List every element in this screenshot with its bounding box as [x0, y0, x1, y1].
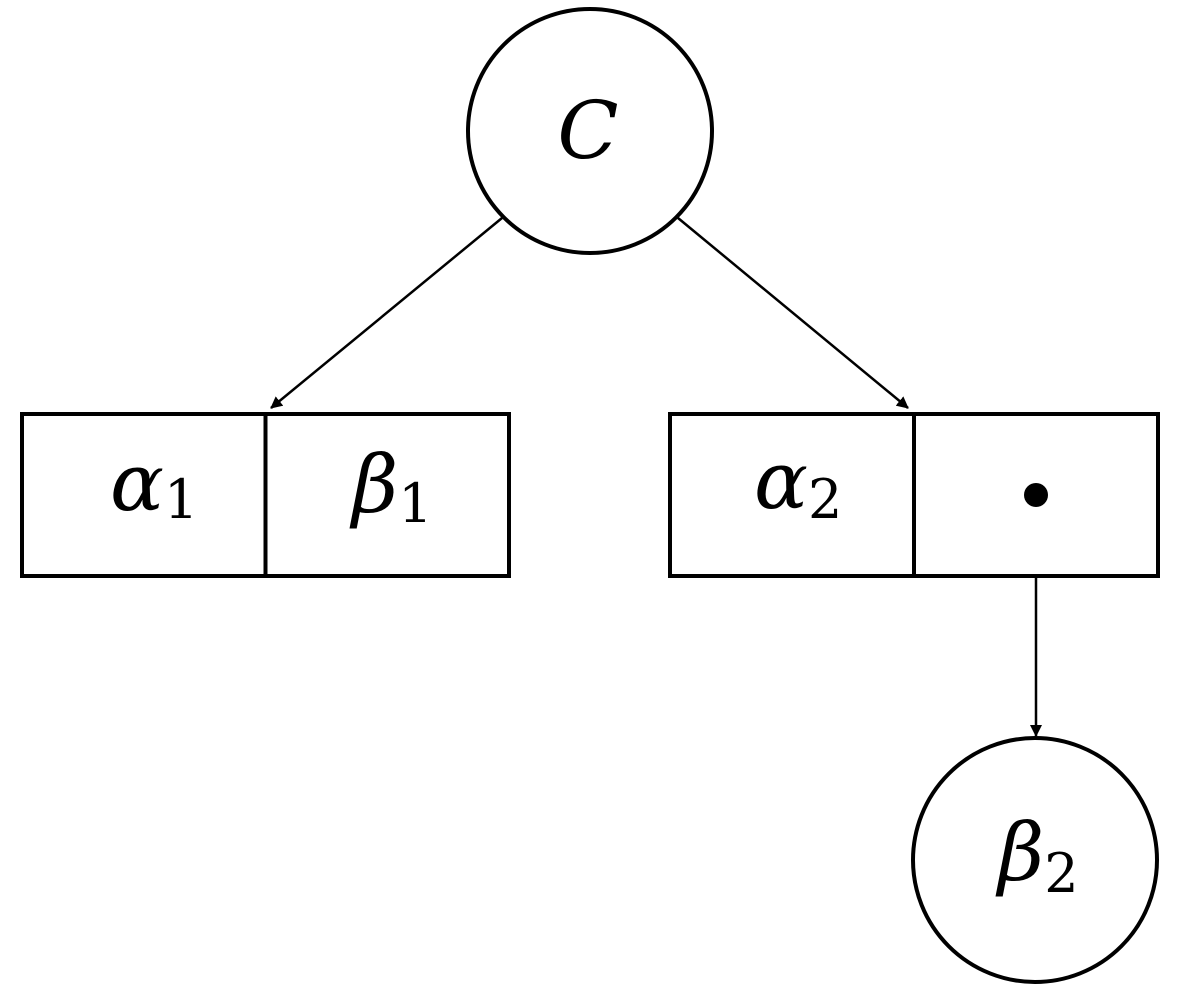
left-pair-cell: α1 β1: [20, 412, 511, 578]
root-node: C: [466, 7, 714, 255]
leaf-label: β2: [995, 806, 1079, 905]
pointer-dot-icon: [1024, 483, 1048, 507]
left-pair-first-label: α1: [110, 436, 198, 531]
right-pair-first-label: α2: [754, 434, 842, 531]
left-pair-second-label: β1: [349, 438, 433, 535]
root-label: C: [557, 84, 618, 177]
right-pair-cell: α2: [668, 412, 1160, 578]
edge-root-to-left-pair: [270, 217, 503, 409]
edge-root-to-right-pair: [677, 217, 909, 409]
leaf-node: β2: [911, 736, 1159, 984]
